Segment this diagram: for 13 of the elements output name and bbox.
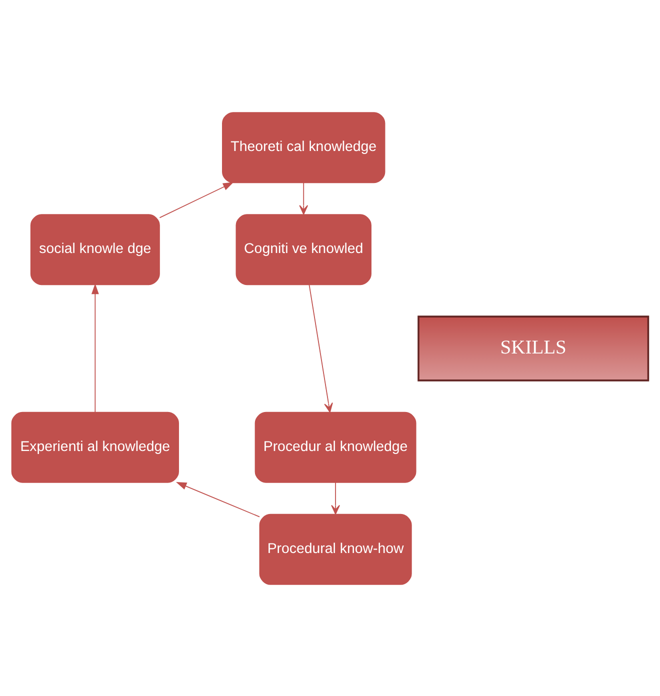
arrow xyxy=(331,482,340,514)
arrow xyxy=(91,283,99,412)
node-box: Procedur al knowledge xyxy=(254,411,416,482)
node-box: Theoreti cal knowledge xyxy=(222,112,386,183)
node-box: Experienti al knowledge xyxy=(11,411,179,482)
node-box: Cogniti ve knowled xyxy=(236,214,372,285)
arrow xyxy=(159,182,234,218)
arrow xyxy=(176,481,260,517)
node-box: Procedural know-how xyxy=(259,513,412,584)
arrow xyxy=(308,284,333,412)
node-box: social knowle dge xyxy=(30,214,160,285)
node-box: SKILLS xyxy=(418,315,650,381)
arrow xyxy=(299,182,308,214)
